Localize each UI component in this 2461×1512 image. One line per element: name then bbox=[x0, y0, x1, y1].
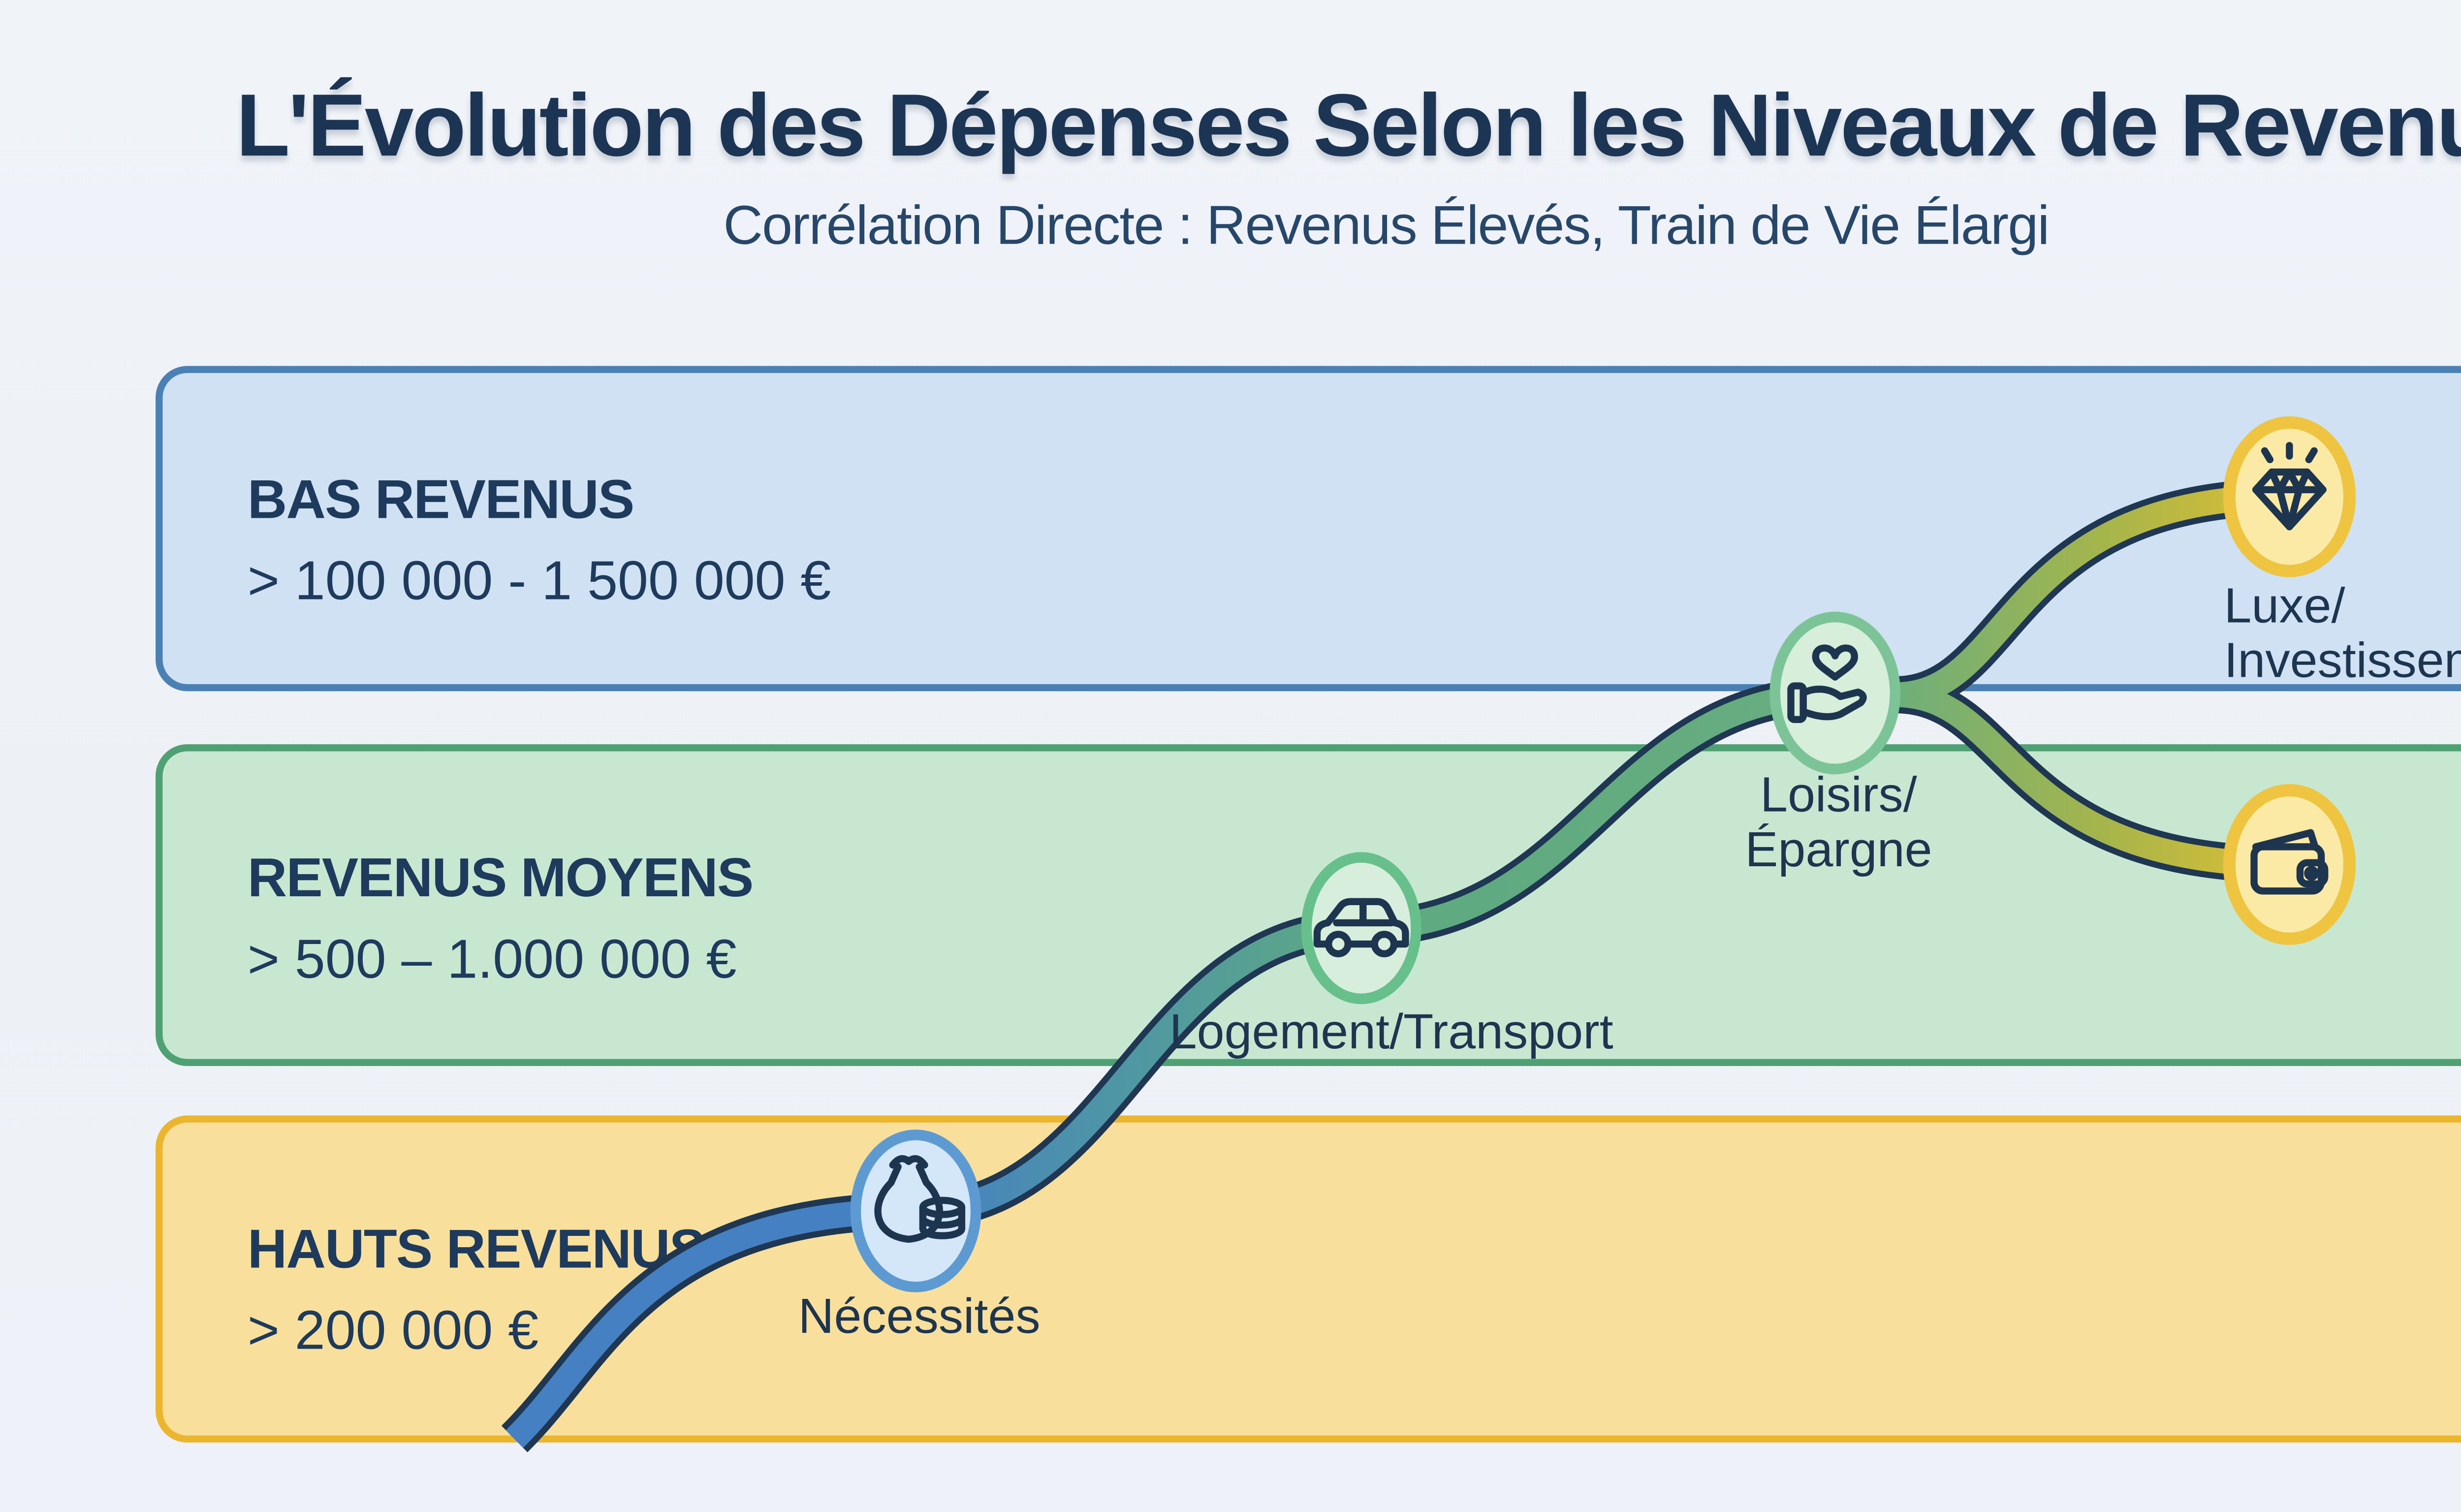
node-label-logement-transport: Logement/Transport bbox=[1169, 1004, 1613, 1059]
hand-heart-icon bbox=[1787, 644, 1867, 724]
wallet-icon bbox=[2250, 829, 2329, 895]
node-label-line: Luxe/ bbox=[2224, 578, 2345, 633]
node-label-loisirs-epargne: Loisirs/ Épargne bbox=[1626, 767, 2051, 877]
band-bas-revenus: BAS REVENUS > 100 000 - 1 500 000 € bbox=[156, 366, 2461, 692]
page-subtitle: Corrélation Directe : Revenus Élevés, Tr… bbox=[723, 194, 2050, 256]
node-portefeuille bbox=[2223, 784, 2356, 945]
band-label: HAUTS REVENUS bbox=[247, 1218, 706, 1280]
node-label-necessites: Nécessités bbox=[798, 1289, 1041, 1344]
page-title: L'Évolution des Dépenses Selon les Nivea… bbox=[236, 76, 2461, 175]
diamond-icon bbox=[2252, 441, 2327, 531]
car-icon bbox=[1313, 898, 1409, 957]
node-logement-transport bbox=[1301, 852, 1421, 1005]
band-label: BAS REVENUS bbox=[247, 468, 634, 531]
band-range: > 500 – 1.000 000 € bbox=[247, 928, 737, 990]
node-luxe-investissements bbox=[2223, 416, 2356, 577]
node-label-line: Épargne bbox=[1745, 822, 1932, 877]
flow-segment-start-necessites bbox=[505, 1198, 916, 1448]
band-range: > 100 000 - 1 500 000 € bbox=[247, 550, 831, 612]
node-label-luxe-investissements: Luxe/ Investissements bbox=[2224, 578, 2461, 688]
node-label-line: Investissements bbox=[2224, 632, 2461, 688]
band-label: REVENUS MOYENS bbox=[247, 847, 754, 909]
flow-segment-logement-loisirs bbox=[1361, 682, 1835, 941]
flow-segment-necessites-logement bbox=[915, 915, 1361, 1224]
band-range: > 200 000 € bbox=[247, 1299, 539, 1361]
node-necessites bbox=[850, 1130, 981, 1292]
money-bag-icon bbox=[874, 1155, 966, 1243]
flow-segment-loisirs-portefeuille bbox=[1835, 682, 2290, 877]
node-label-line: Loisirs/ bbox=[1760, 767, 1917, 822]
flow-path-color bbox=[505, 484, 2290, 1448]
flow-segment-loisirs-luxe bbox=[1835, 484, 2290, 707]
